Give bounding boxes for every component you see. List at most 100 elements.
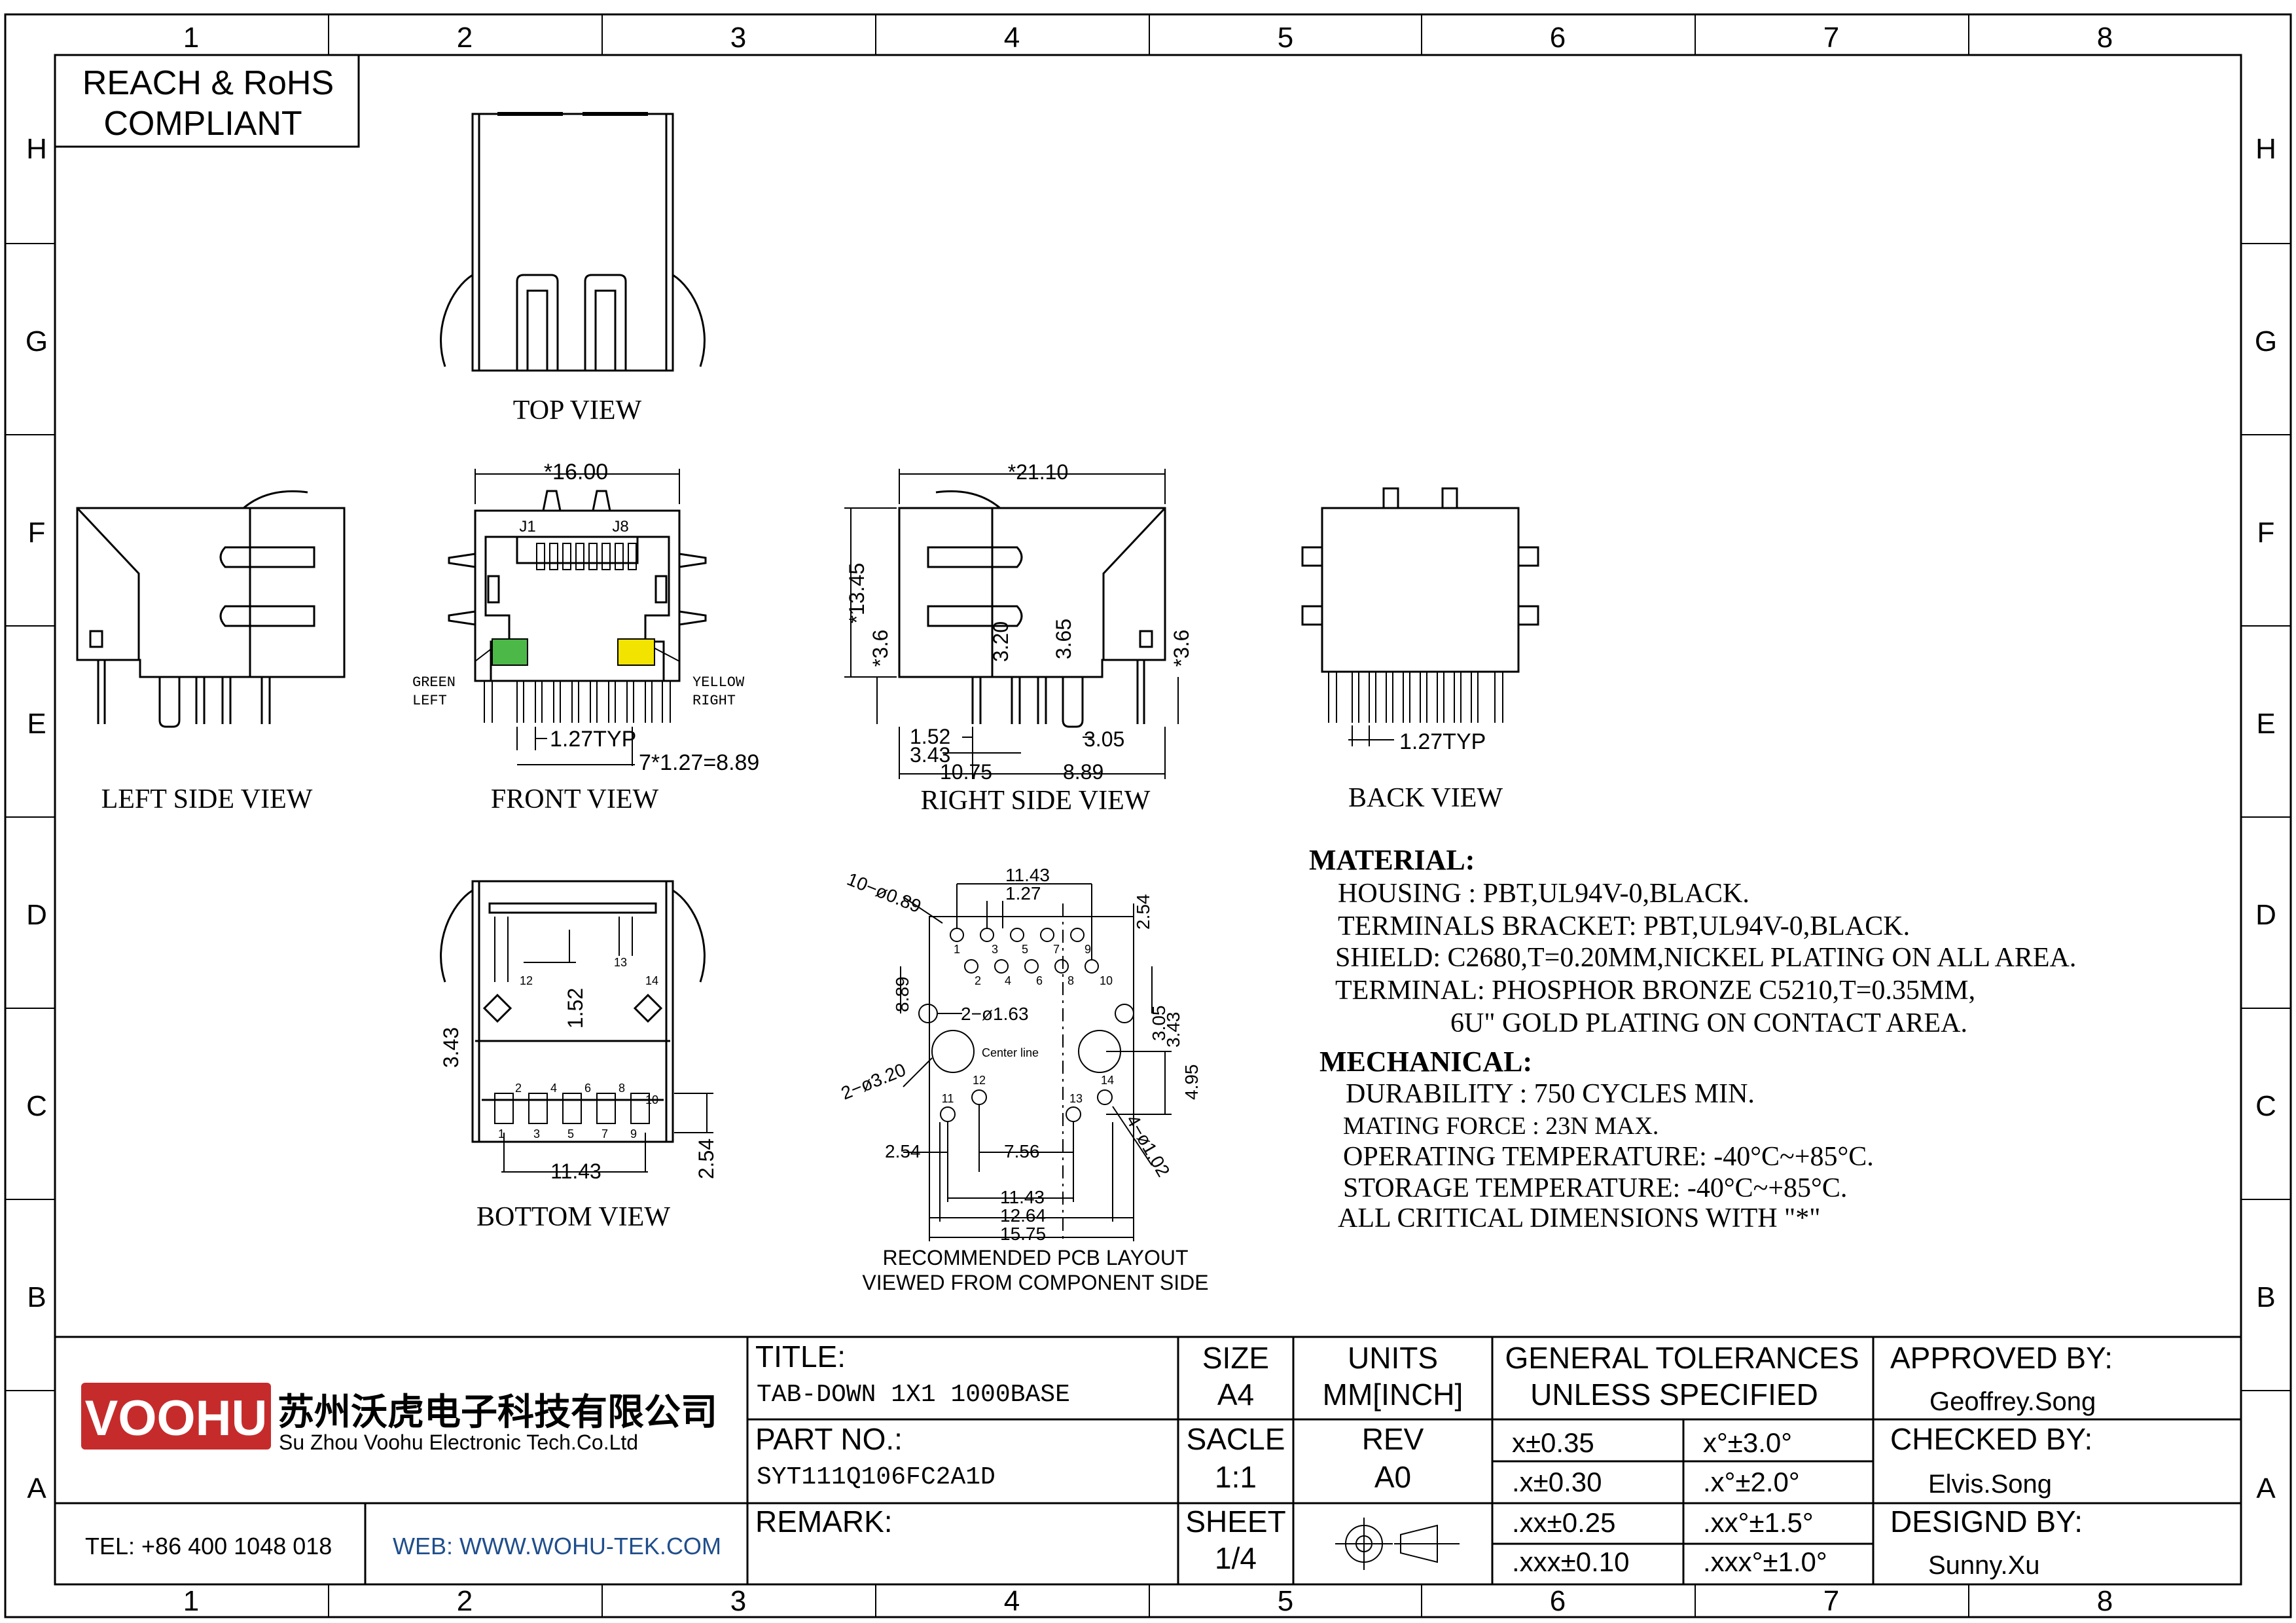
view-label: BOTTOM VIEW [476, 1202, 670, 1232]
col-label: 8 [2097, 22, 2113, 54]
yellow-label-2: RIGHT [692, 693, 736, 709]
dim-length: *21.10 [1008, 460, 1069, 484]
dim-10-75: 10.75 [940, 760, 992, 784]
mechanical-line: MATING FORCE : 23N MAX. [1343, 1112, 1659, 1140]
svg-text:6: 6 [1036, 974, 1043, 987]
row-label: H [26, 133, 47, 165]
view-label: FRONT VIEW [491, 784, 659, 814]
svg-text:3: 3 [533, 1127, 540, 1140]
tol-value: .x°±2.0° [1703, 1467, 1800, 1497]
dim-4-95: 4.95 [1181, 1065, 1202, 1101]
pcb-title-2: VIEWED FROM COMPONENT SIDE [862, 1271, 1208, 1294]
units-label: UNITS [1348, 1341, 1438, 1375]
dim-2-54-bot: 2.54 [885, 1141, 921, 1161]
title-value: TAB-DOWN 1X1 1000BASE [757, 1381, 1070, 1409]
svg-text:11: 11 [942, 1092, 954, 1105]
row-label: G [2255, 325, 2277, 357]
col-label: 3 [730, 1585, 746, 1617]
col-label: 6 [1550, 22, 1566, 54]
row-label: B [2256, 1281, 2275, 1313]
green-led [492, 638, 528, 666]
part-label: PART NO.: [755, 1422, 903, 1456]
view-label: BACK VIEW [1348, 783, 1503, 813]
dim-15-75: 15.75 [1000, 1224, 1046, 1244]
dim-holes: 10−ø0.89 [844, 869, 924, 917]
dim-3-6: *3.6 [869, 630, 892, 667]
tol-value: .x±0.30 [1512, 1467, 1602, 1497]
green-label-2: LEFT [412, 693, 447, 709]
checked-label: CHECKED BY: [1890, 1422, 2092, 1456]
dim-2-54-top: 2.54 [1133, 894, 1153, 930]
mechanical-line: OPERATING TEMPERATURE: -40°C~+85°C. [1343, 1142, 1874, 1172]
tol-value: .xx±0.25 [1512, 1507, 1615, 1538]
tol-value: .xxx°±1.0° [1703, 1546, 1827, 1577]
material-line: SHIELD: C2680,T=0.20MM,NICKEL PLATING ON… [1335, 943, 2076, 973]
svg-text:4: 4 [1005, 974, 1011, 987]
pcb-layout: 10−ø0.89 11.43 1.27 2.54 8.89 3.05 2−ø1.… [838, 865, 1209, 1294]
row-label: D [26, 899, 47, 931]
svg-text:7: 7 [601, 1127, 608, 1140]
svg-text:5: 5 [567, 1127, 574, 1140]
dim-span: 7*1.27=8.89 [639, 750, 759, 775]
remark-label: REMARK: [755, 1504, 893, 1539]
compliance-line-2: COMPLIANT [103, 105, 302, 143]
dim-11-43-bot: 11.43 [1000, 1187, 1045, 1207]
dim-1-02: 4−ø1.02 [1122, 1112, 1174, 1180]
units-value: MM[INCH] [1323, 1377, 1463, 1412]
sheet-label: SHEET [1185, 1504, 1285, 1539]
tol-value: x±0.35 [1512, 1427, 1594, 1458]
company-name-en: Su Zhou Voohu Electronic Tech.Co.Ltd [279, 1431, 638, 1454]
col-label: 3 [730, 22, 746, 54]
yellow-led [617, 638, 655, 666]
back-pins [1328, 672, 1503, 746]
logo-text: VOOHU [85, 1391, 268, 1446]
bottom-view: 1.52 3.43 11.43 2.54 1 2 3 4 5 6 7 8 9 1… [439, 880, 718, 1232]
svg-text:1: 1 [498, 1127, 505, 1140]
dim-12-64: 12.64 [1000, 1205, 1046, 1226]
dim-3-05: 3.05 [1149, 1006, 1169, 1042]
scale-value: 1:1 [1215, 1460, 1257, 1494]
row-label: H [2255, 133, 2276, 165]
dim-2-54: 2.54 [694, 1139, 718, 1179]
row-label: C [26, 1090, 47, 1122]
logo-badge [81, 1383, 271, 1450]
svg-text:12: 12 [973, 1074, 986, 1087]
dim-7-56: 7.56 [1004, 1141, 1040, 1161]
dim-3-65: 3.65 [1052, 619, 1075, 659]
svg-text:9: 9 [1085, 943, 1091, 956]
col-label: 2 [457, 22, 473, 54]
svg-text:2: 2 [975, 974, 981, 987]
material-line: TERMINALS BRACKET: PBT,UL94V-0,BLACK. [1338, 911, 1910, 941]
tolerance-subheading: UNLESS SPECIFIED [1530, 1377, 1818, 1412]
col-label: 4 [1004, 1585, 1020, 1617]
dim-1-52: 1.52 [910, 725, 950, 748]
front-view: *16.00 J1 J8 GREEN LEFT YELLOW RIGHT 1.2… [412, 460, 759, 814]
designed-value: Sunny.Xu [1928, 1551, 2040, 1580]
row-label: A [2256, 1472, 2276, 1504]
dim-3-43: 3.43 [1163, 1012, 1183, 1048]
notes: MATERIAL: HOUSING : PBT,UL94V-0,BLACK. T… [1309, 844, 2076, 1233]
right-side-view: *21.10 *13.45 *3.6 3.20 3.65 *3.6 1.52 3… [844, 460, 1193, 816]
center-line-label: Center line [982, 1046, 1039, 1059]
svg-text:14: 14 [645, 974, 658, 987]
dim-3-43: 3.43 [910, 743, 950, 767]
rev-label: REV [1362, 1422, 1424, 1456]
approved-value: Geoffrey.Song [1929, 1387, 2096, 1416]
row-label: E [27, 708, 46, 740]
view-label: LEFT SIDE VIEW [101, 784, 313, 814]
dim-3-05: 3.05 [1084, 727, 1124, 751]
compliance-box: REACH & RoHS COMPLIANT [54, 54, 360, 148]
dim-3-20: 2−ø3.20 [838, 1059, 909, 1104]
dim-1-63: 2−ø1.63 [961, 1004, 1029, 1024]
rev-value: A0 [1374, 1460, 1411, 1494]
row-label: D [2255, 899, 2276, 931]
view-label: RIGHT SIDE VIEW [921, 786, 1151, 816]
svg-text:6: 6 [584, 1082, 591, 1095]
mechanical-line: DURABILITY : 750 CYCLES MIN. [1346, 1079, 1755, 1109]
dim-8-89: 8.89 [892, 977, 912, 1013]
dim-11-43: 11.43 [550, 1159, 601, 1183]
svg-text:12: 12 [520, 974, 533, 987]
mechanical-line: STORAGE TEMPERATURE: -40°C~+85°C. [1343, 1173, 1847, 1203]
dim-3-20: 3.20 [989, 621, 1013, 662]
